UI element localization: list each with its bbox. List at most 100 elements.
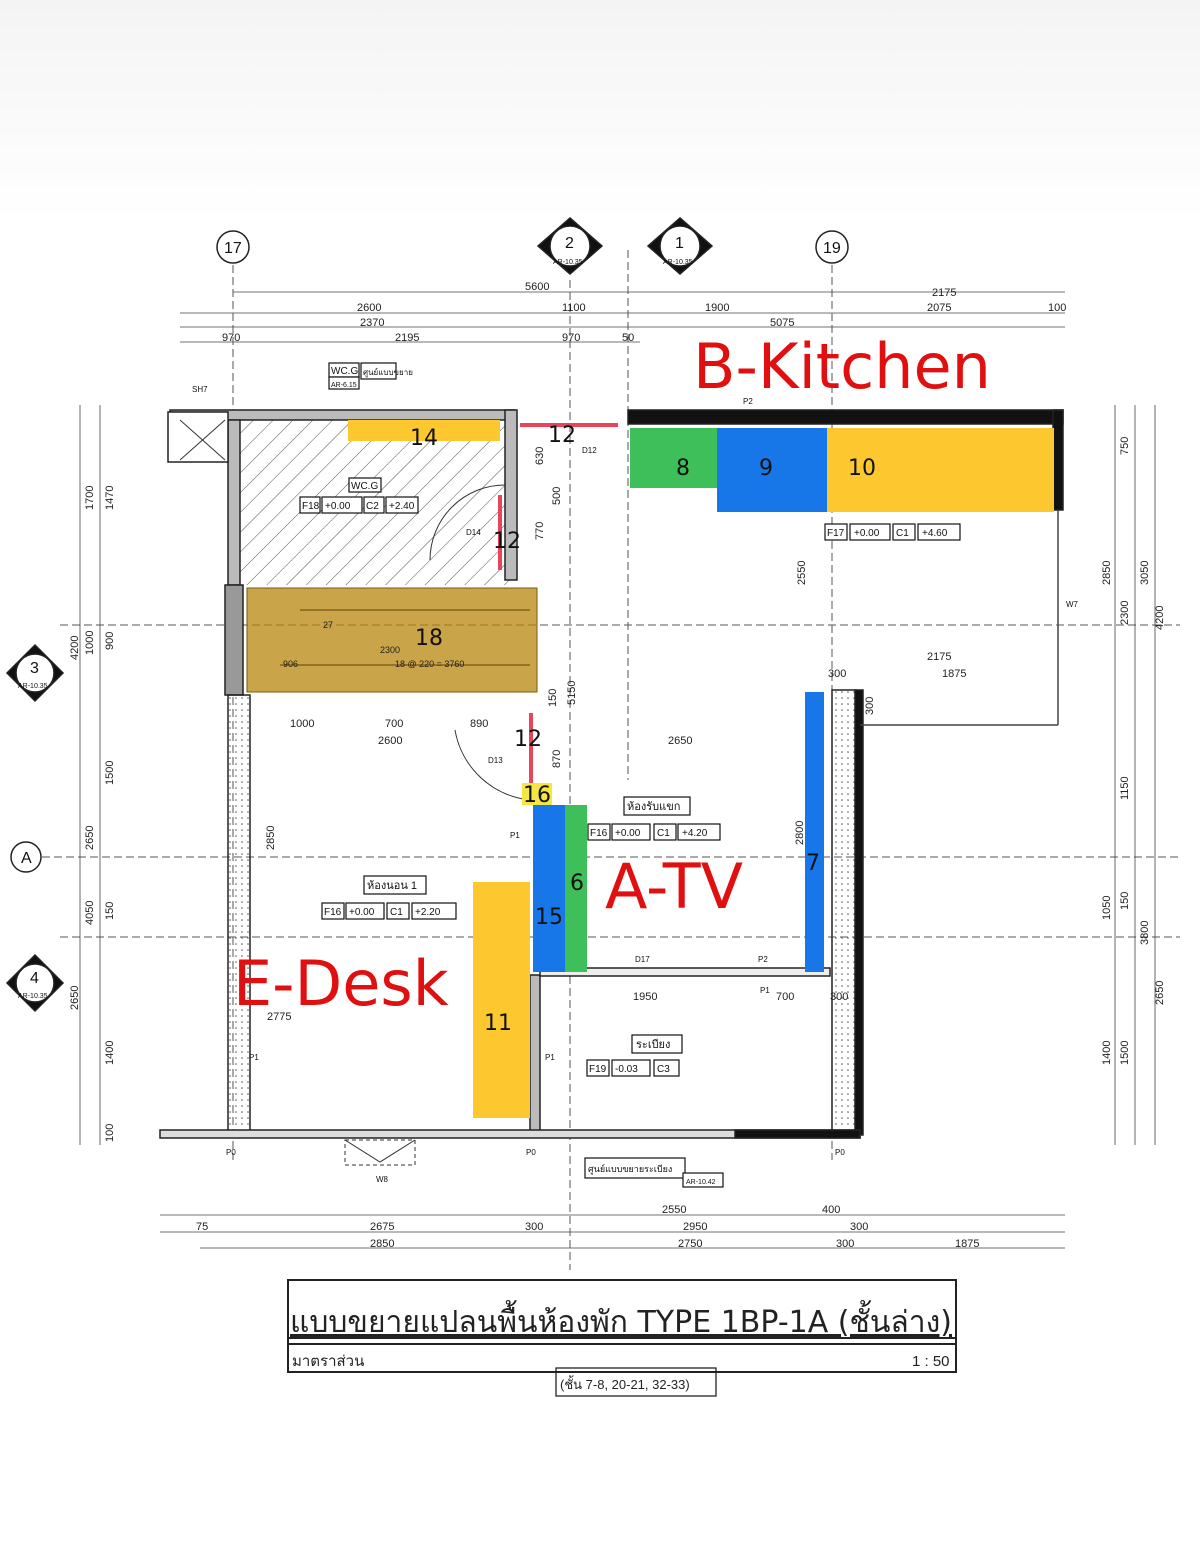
floor-level: +0.00 xyxy=(349,907,375,918)
item-12-label: 12 xyxy=(514,727,542,752)
dim-text: 2600 xyxy=(378,735,402,747)
dim-text: 1900 xyxy=(705,302,729,314)
dim-text: 970 xyxy=(562,332,580,344)
dim-text: 2195 xyxy=(395,332,419,344)
ceiling-code: C1 xyxy=(390,907,403,918)
dim-text: 2775 xyxy=(267,1011,291,1023)
item-9-block xyxy=(717,428,827,512)
dim-text: 3800 xyxy=(1139,921,1151,945)
dim-text: 300 xyxy=(836,1238,854,1250)
walls xyxy=(159,409,1064,1139)
item-15-block xyxy=(533,805,565,972)
section-ref: AR-10.35 xyxy=(18,993,48,1000)
door-tag: P1 xyxy=(760,986,770,995)
dim-text: 50 xyxy=(622,332,634,344)
ceiling-code: C2 xyxy=(366,501,379,512)
floor-code: F16 xyxy=(324,907,342,918)
room-name: ระเบียง xyxy=(636,1038,670,1051)
room-name: ห้องรับแขก xyxy=(627,801,680,813)
drawing-title: แบบขยายแปลนพื้นห้องพัก TYPE 1BP-1A (ชั้น… xyxy=(290,1300,952,1340)
dim-text: 1700 xyxy=(84,486,96,510)
floor-level: -0.03 xyxy=(615,1064,638,1075)
dim-text: 1875 xyxy=(955,1238,979,1250)
detail-ref-name: ศูนย์แบบขยายระเบียง xyxy=(588,1163,672,1175)
dim-text: 2950 xyxy=(683,1221,707,1233)
dim-text: 2600 xyxy=(357,302,381,314)
door-tag: D13 xyxy=(488,756,503,765)
zone-label-kitchen: B-Kitchen xyxy=(693,330,991,403)
item-9-label: 9 xyxy=(759,456,773,481)
dim-text: 500 xyxy=(551,487,563,505)
dim-text: 150 xyxy=(104,902,116,920)
dim-text: 1400 xyxy=(104,1041,116,1065)
grid-bubbles xyxy=(5,217,849,1013)
floors-note: (ชั้น 7-8, 20-21, 32-33) xyxy=(560,1375,690,1392)
grid-bubble-4: 4 xyxy=(30,970,39,987)
title-block-frame xyxy=(287,1279,957,1373)
item-11-block xyxy=(473,882,530,1118)
item-15-label: 15 xyxy=(535,905,563,930)
section-ref: AR-10.35 xyxy=(18,683,48,690)
door-tag: D12 xyxy=(582,446,597,455)
dim-text: 900 xyxy=(104,632,116,650)
room-name: ห้องนอน 1 xyxy=(367,880,417,892)
dim-text: 300 xyxy=(864,697,876,715)
item-11-label: 11 xyxy=(484,1011,512,1036)
dim-text: 906 xyxy=(283,659,298,669)
ceiling-code: C1 xyxy=(657,828,670,839)
dim-text: 3050 xyxy=(1139,561,1151,585)
door-tag: P0 xyxy=(526,1148,536,1157)
dim-text: 100 xyxy=(1048,302,1066,314)
item-14-label: 14 xyxy=(410,426,438,451)
dim-text: 75 xyxy=(196,1221,208,1233)
room-name: ศูนย์แบบขยาย xyxy=(363,367,413,378)
ceiling-code: C3 xyxy=(657,1064,670,1075)
dim-text: 2650 xyxy=(69,986,81,1010)
dim-text: 400 xyxy=(822,1204,840,1216)
grid-bubble-3: 3 xyxy=(30,660,39,677)
room-ref: AR-6.15 xyxy=(331,382,357,389)
door-tag: P2 xyxy=(758,955,768,964)
door-tag: P2 xyxy=(743,397,753,406)
dim-text: 4200 xyxy=(69,636,81,660)
dim-text: 1150 xyxy=(1119,776,1131,800)
dim-text: 2300 xyxy=(1119,601,1131,625)
item-7-block xyxy=(805,692,824,972)
zone-label-tv: A-TV xyxy=(605,850,743,923)
dim-text: 4200 xyxy=(1154,606,1166,630)
door-tags: D12 D14 D13 D17 P1 P2 P0 P0 P0 W8 W7 P1 … xyxy=(192,385,1079,1184)
room-name: WC.G xyxy=(351,481,378,492)
door-tag: D17 xyxy=(635,955,650,964)
detail-ref: AR-10.42 xyxy=(686,1179,716,1186)
dim-text: 1875 xyxy=(942,668,966,680)
dim-text: 2550 xyxy=(796,561,808,585)
floor-code: F16 xyxy=(590,828,608,839)
floor-level: +0.00 xyxy=(615,828,641,839)
dim-text: 27 xyxy=(323,620,333,630)
dim-text: 100 xyxy=(104,1124,116,1142)
door-tag: P0 xyxy=(835,1148,845,1157)
dim-text: 2650 xyxy=(84,826,96,850)
dim-text: 1050 xyxy=(1101,896,1113,920)
dim-text: 2550 xyxy=(662,1204,686,1216)
grid-bubble-17: 17 xyxy=(224,240,242,257)
dim-text: 2300 xyxy=(380,645,400,655)
item-16-label: 16 xyxy=(523,783,551,808)
item-6-block xyxy=(565,805,587,972)
ceiling-height: +4.20 xyxy=(682,828,708,839)
dim-text: 5075 xyxy=(770,317,794,329)
dim-text: 1950 xyxy=(633,991,657,1003)
dim-text: 2850 xyxy=(265,826,277,850)
section-ref: AR-10.35 xyxy=(663,259,693,266)
dim-text: 2175 xyxy=(932,287,956,299)
stair-treads xyxy=(280,609,530,666)
dim-text: 890 xyxy=(470,718,488,730)
dim-text: 300 xyxy=(850,1221,868,1233)
dim-text: 970 xyxy=(222,332,240,344)
dim-text: 700 xyxy=(776,991,794,1003)
dim-text: 2175 xyxy=(927,651,951,663)
dim-text: 300 xyxy=(828,668,846,680)
dim-text: 770 xyxy=(534,522,546,540)
ceiling-code: C1 xyxy=(896,528,909,539)
